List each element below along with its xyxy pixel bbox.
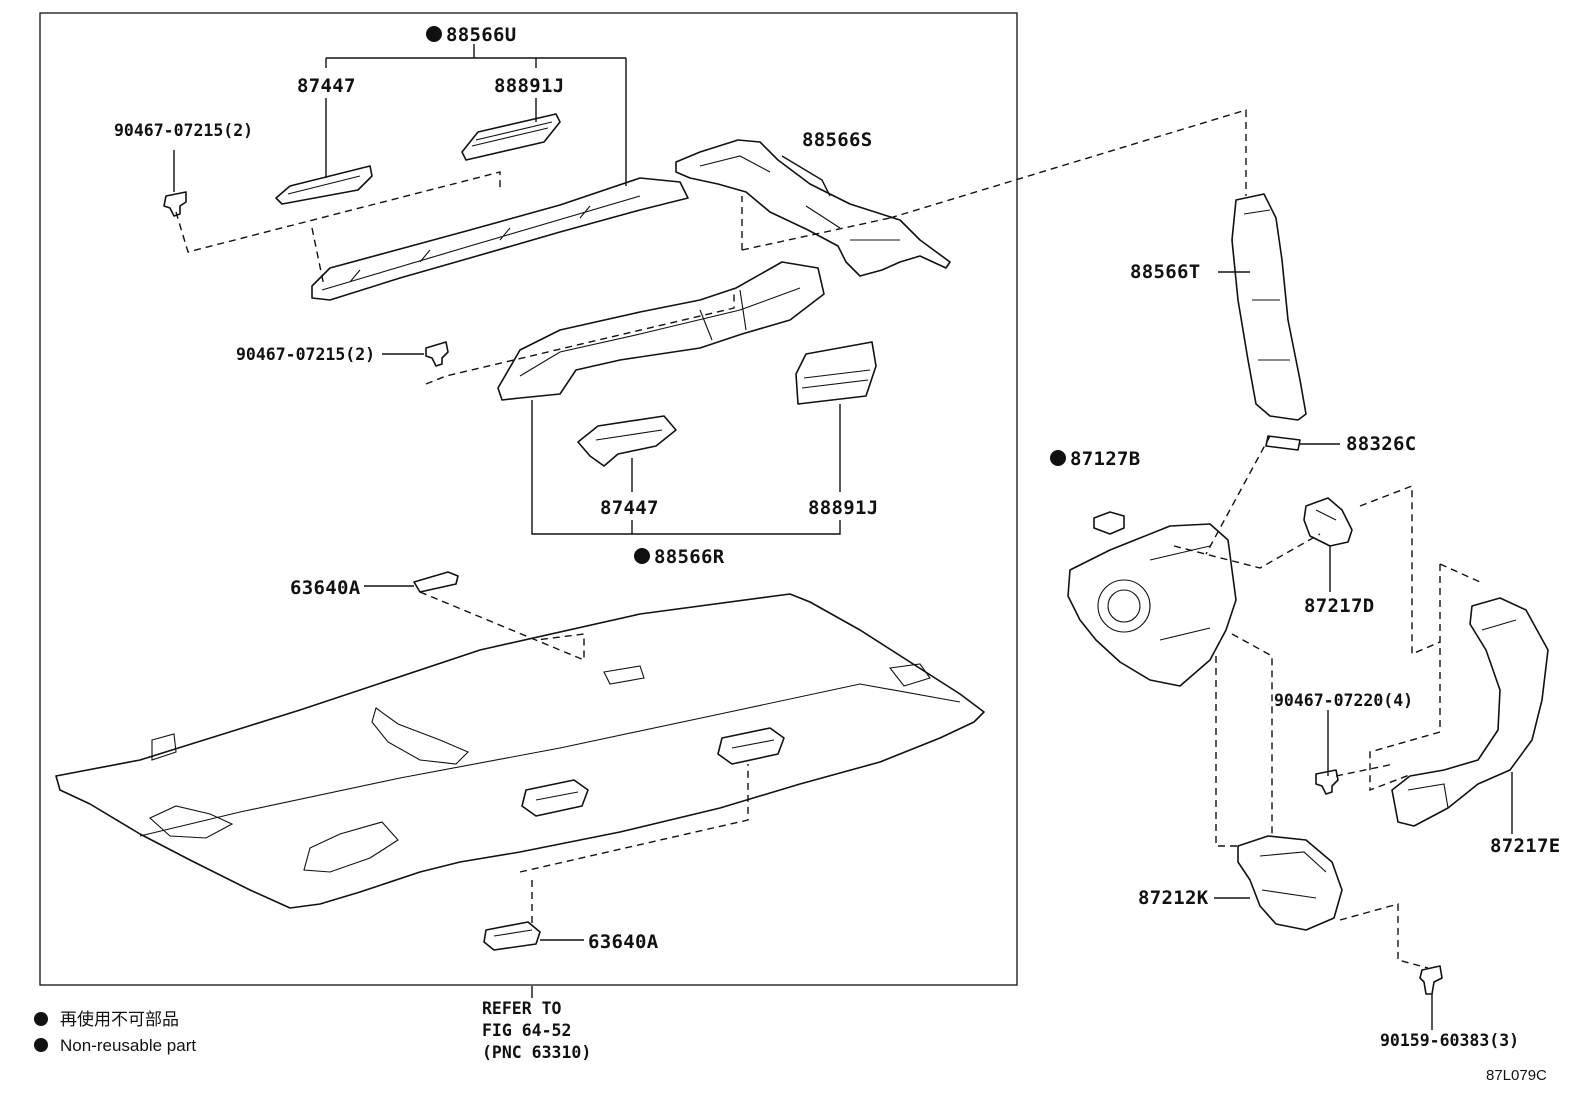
refer-line-3: (PNC 63310)	[482, 1043, 591, 1062]
label-90159-60383: 90159-60383(3)	[1380, 1031, 1519, 1050]
label-90467-07220: 90467-07220(4)	[1274, 691, 1413, 710]
label-90467-07215-a: 90467-07215(2)	[114, 121, 253, 140]
seal-87127B	[1093, 511, 1125, 535]
label-87217D: 87217D	[1304, 595, 1374, 617]
label-87217E: 87217E	[1490, 835, 1560, 857]
roof-headliner	[55, 593, 985, 909]
duct-87217D	[1303, 497, 1353, 547]
label-87127B: 87127B	[1070, 448, 1140, 470]
label-63640A-top: 63640A	[290, 577, 361, 599]
legend-item-2: Non-reusable part	[60, 1036, 196, 1055]
label-88566T: 88566T	[1130, 261, 1200, 283]
figure-code: 87L079C	[1486, 1067, 1547, 1084]
duct-88566U	[311, 177, 689, 301]
tape-88326C	[1265, 435, 1301, 451]
dashed-assembly-lines	[175, 109, 1481, 969]
non-reusable-marker-87127B	[1050, 450, 1066, 466]
legend-item-1: 再使用不可部品	[60, 1009, 179, 1029]
duct-87212K	[1237, 835, 1343, 931]
screw-90159-60383	[1419, 965, 1443, 995]
pad-88891J-top	[461, 113, 561, 161]
clip-90467-07215-b	[425, 341, 449, 367]
duct-88566R	[497, 261, 825, 401]
label-88891J-top: 88891J	[494, 75, 564, 97]
clip-90467-07215-a	[163, 191, 187, 217]
label-87447-top: 87447	[297, 75, 356, 97]
pad-88891J-bot	[795, 341, 877, 405]
label-87447-bot: 87447	[600, 497, 659, 519]
label-88891J-bot: 88891J	[808, 497, 878, 519]
label-88326C: 88326C	[1346, 433, 1416, 455]
legend-marker-2	[34, 1038, 48, 1052]
refer-line-1: REFER TO	[482, 999, 562, 1018]
legend-marker-1	[34, 1012, 48, 1026]
clip-90467-07220	[1315, 769, 1339, 795]
light-63640A-top	[413, 571, 459, 593]
pad-87447-bot	[577, 415, 677, 467]
non-reusable-marker-88566U	[426, 26, 442, 42]
refer-line-2: FIG 64-52	[482, 1021, 571, 1040]
assembly-frame	[39, 12, 1018, 986]
duct-88566T	[1231, 193, 1307, 421]
label-88566S: 88566S	[802, 129, 872, 151]
label-88566R: 88566R	[654, 546, 725, 568]
duct-87217E	[1391, 597, 1549, 827]
light-63640A-bot	[483, 921, 541, 951]
label-88566U: 88566U	[446, 24, 516, 46]
blower-unit	[1067, 523, 1237, 687]
duct-88566S	[675, 139, 951, 277]
light-63640A-headliner-b	[717, 727, 785, 765]
label-90467-07215-b: 90467-07215(2)	[236, 345, 375, 364]
label-87212K: 87212K	[1138, 887, 1209, 909]
non-reusable-marker-88566R	[634, 548, 650, 564]
label-63640A-bot: 63640A	[588, 931, 659, 953]
pad-87447-top	[275, 165, 373, 205]
leader-lines	[173, 44, 1513, 1030]
light-63640A-headliner-a	[521, 779, 589, 817]
